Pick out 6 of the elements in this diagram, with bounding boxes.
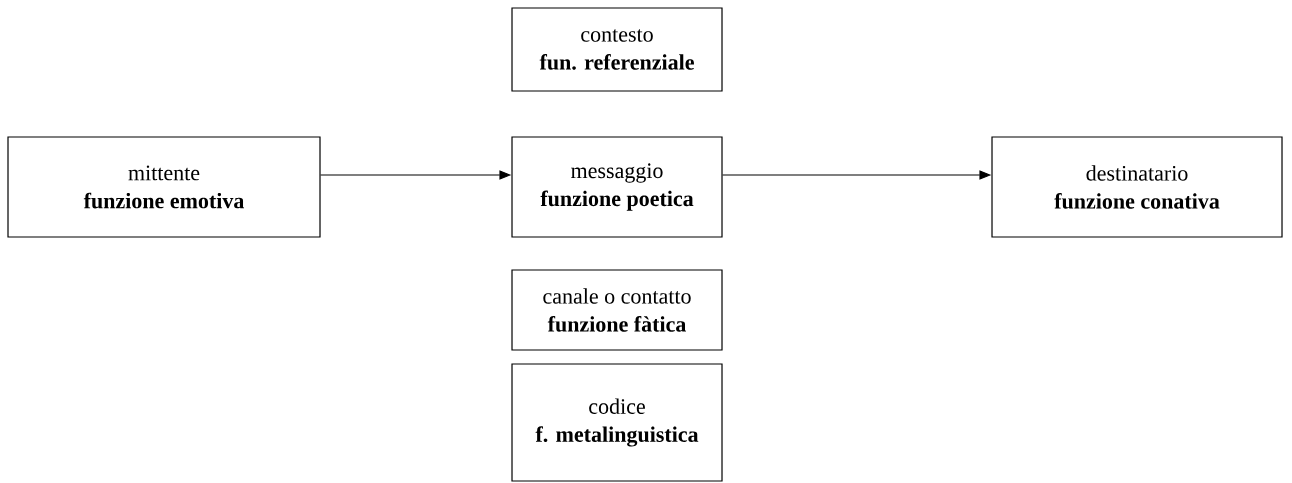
text-box: messaggio funzione poetica <box>511 136 723 238</box>
text-box: contesto fun. referenziale <box>511 7 723 92</box>
text-box: destinatario funzione conativa <box>991 136 1283 238</box>
text-box: codice f. metalinguistica <box>511 363 723 482</box>
text-box: canale o contatto funzione fàtica <box>511 269 723 351</box>
text-box: mittente funzione emotiva <box>7 136 321 238</box>
